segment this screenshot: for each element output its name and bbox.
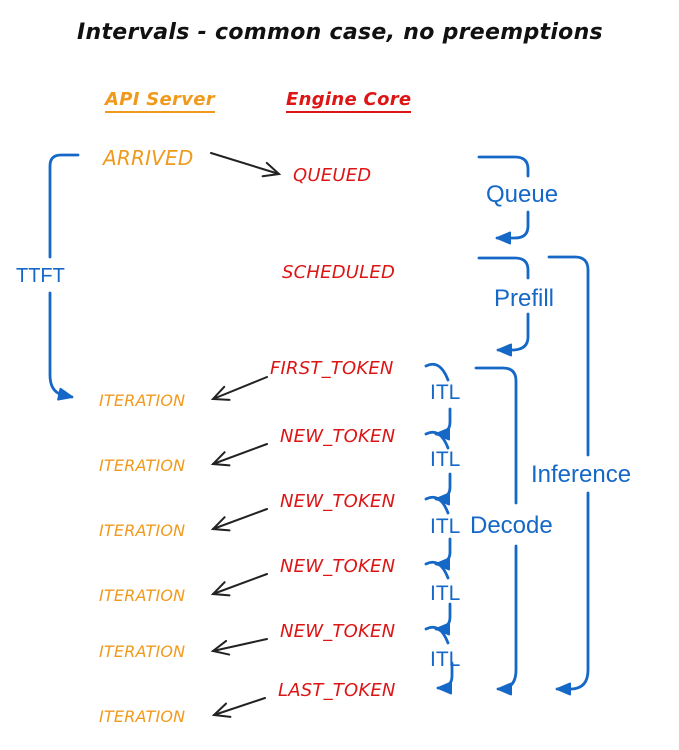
- arrow-new-token-to-iteration-2: [210, 443, 268, 467]
- event-iteration-4: ITERATION: [99, 586, 186, 605]
- inference-bracket-arrow: [555, 491, 590, 696]
- queue-bracket-top: [477, 155, 530, 178]
- event-first-token: FIRST_TOKEN: [270, 358, 394, 379]
- column-header-engine-core: Engine Core: [286, 89, 412, 113]
- interval-label-itl-5: ITL: [430, 648, 461, 671]
- queue-bracket-arrow: [495, 210, 530, 245]
- arrow-first-token-to-iteration-1: [210, 376, 268, 401]
- arrow-new-token-to-iteration-4: [210, 573, 268, 597]
- ttft-bracket-top: [48, 153, 80, 259]
- itl-arrow-1: [434, 407, 452, 441]
- interval-label-ttft: TTFT: [16, 265, 65, 287]
- decode-bracket-arrow: [496, 544, 518, 696]
- event-iteration-3: ITERATION: [99, 521, 186, 540]
- itl-arrow-5: [436, 661, 454, 695]
- arrow-last-token-to-iteration-6: [211, 697, 266, 718]
- interval-label-queue: Queue: [486, 181, 559, 208]
- page-title: Intervals - common case, no preemptions: [77, 20, 603, 45]
- decode-bracket-top: [474, 366, 518, 505]
- itl-arrow-3: [434, 537, 452, 571]
- event-iteration-5: ITERATION: [99, 642, 186, 661]
- interval-label-decode: Decode: [470, 512, 553, 539]
- arrow-arrived-to-queued: [210, 152, 282, 178]
- prefill-bracket-arrow: [496, 312, 530, 357]
- arrow-new-token-to-iteration-5: [210, 638, 268, 656]
- event-new-token-3: NEW_TOKEN: [280, 556, 396, 577]
- itl-arrow-2: [434, 472, 452, 506]
- interval-label-prefill: Prefill: [494, 285, 555, 312]
- ttft-bracket-arrow: [48, 291, 74, 401]
- inference-bracket-top: [547, 255, 590, 457]
- arrow-new-token-to-iteration-3: [210, 508, 268, 532]
- interval-label-itl-4: ITL: [430, 582, 461, 605]
- interval-label-itl-2: ITL: [430, 448, 461, 471]
- prefill-bracket-top: [477, 256, 530, 280]
- event-iteration-2: ITERATION: [99, 456, 186, 475]
- event-scheduled: SCHEDULED: [282, 262, 395, 283]
- column-header-api-server: API Server: [105, 89, 215, 113]
- event-new-token-4: NEW_TOKEN: [280, 621, 396, 642]
- event-arrived: ARRIVED: [103, 146, 194, 170]
- itl-hook-1: [424, 362, 450, 382]
- interval-label-inference: Inference: [531, 461, 632, 488]
- event-iteration-1: ITERATION: [99, 391, 186, 410]
- event-new-token-1: NEW_TOKEN: [280, 426, 396, 447]
- event-last-token: LAST_TOKEN: [278, 680, 396, 701]
- event-new-token-2: NEW_TOKEN: [280, 491, 396, 512]
- interval-label-itl-3: ITL: [430, 515, 461, 538]
- itl-arrow-4: [434, 602, 452, 636]
- event-queued: QUEUED: [293, 165, 372, 186]
- interval-label-itl-1: ITL: [430, 381, 461, 404]
- event-iteration-6: ITERATION: [99, 707, 186, 726]
